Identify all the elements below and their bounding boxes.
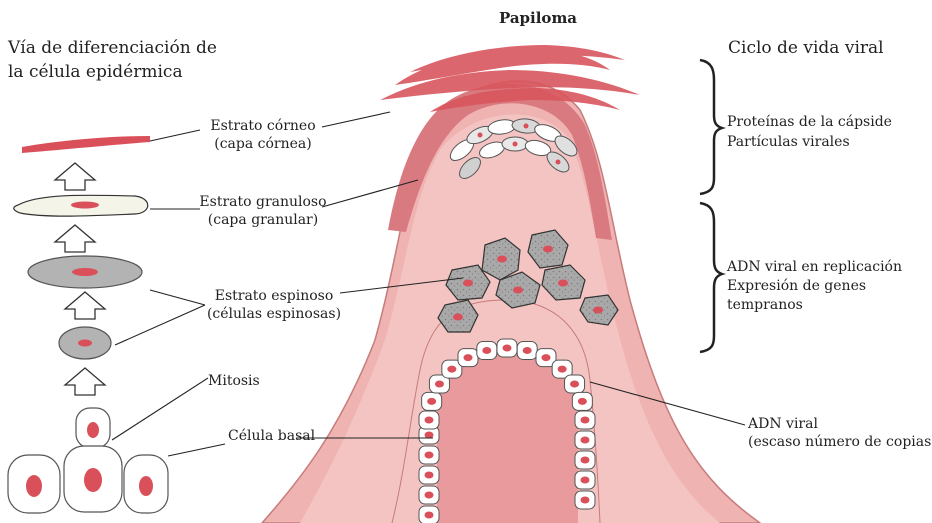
label-espinoso-sub: (células espinosas) <box>207 306 341 322</box>
basal-cell-nucleus <box>425 472 434 479</box>
basal-cells <box>8 408 168 513</box>
up-arrow-icon <box>55 225 95 252</box>
basal-cell-nucleus <box>425 452 434 459</box>
differentiation-pathway <box>8 136 168 513</box>
basal-cell-nucleus <box>581 457 590 464</box>
basal-cell-nucleus <box>570 381 579 388</box>
basal-cell-nucleus <box>542 354 551 361</box>
label-espinoso: Estrato espinoso <box>215 288 334 304</box>
label-particulas: Partículas virales <box>727 134 850 150</box>
label-basal: Célula basal <box>228 428 316 444</box>
bracket-upper <box>700 60 722 194</box>
label-replicacion: ADN viral en replicación <box>726 259 902 275</box>
basal-cell-nucleus <box>425 492 434 499</box>
up-arrow-icon <box>55 163 95 190</box>
basal-cell-nucleus <box>425 417 434 424</box>
label-corneo: Estrato córneo <box>210 118 315 134</box>
basal-cell-nucleus <box>581 417 590 424</box>
label-capside: Proteínas de la cápside <box>727 114 892 130</box>
label-granuloso-sub: (capa granular) <box>208 212 318 228</box>
left-heading-line1: Vía de diferenciación de <box>7 38 217 58</box>
label-corneo-sub: (capa córnea) <box>214 136 311 152</box>
basal-cell-nucleus <box>558 366 567 373</box>
papilloma-body <box>262 45 760 523</box>
right-heading: Ciclo de vida viral <box>728 38 884 58</box>
label-expresion: Expresión de genes <box>727 278 866 294</box>
basal-cell-nucleus <box>578 398 587 405</box>
basal-cell-nucleus <box>464 354 473 361</box>
up-arrow-icon <box>65 368 105 395</box>
label-tempranos: tempranos <box>727 297 803 313</box>
label-granuloso: Estrato granuloso <box>199 194 326 210</box>
diagram-title: Papiloma <box>499 9 577 27</box>
basal-cell-nucleus <box>581 437 590 444</box>
basal-cell-nucleus <box>581 497 590 504</box>
label-adn-viral-sub: (escaso número de copias) <box>748 434 932 450</box>
basal-cell-nucleus <box>435 381 444 388</box>
left-heading-line2: la célula epidérmica <box>8 62 183 82</box>
basal-cell-nucleus <box>581 477 590 484</box>
corneum-cell <box>22 136 150 153</box>
label-mitosis: Mitosis <box>208 373 260 389</box>
basal-cell-nucleus <box>482 347 491 354</box>
basal-cell-nucleus <box>427 398 436 405</box>
basal-cell-nucleus <box>447 366 456 373</box>
basal-cell-nucleus <box>503 345 512 352</box>
up-arrow-icon <box>65 292 105 319</box>
basal-cell-nucleus <box>523 347 532 354</box>
label-adn-viral: ADN viral <box>747 416 818 432</box>
bracket-lower <box>700 203 722 352</box>
basal-cell-nucleus <box>425 512 434 519</box>
